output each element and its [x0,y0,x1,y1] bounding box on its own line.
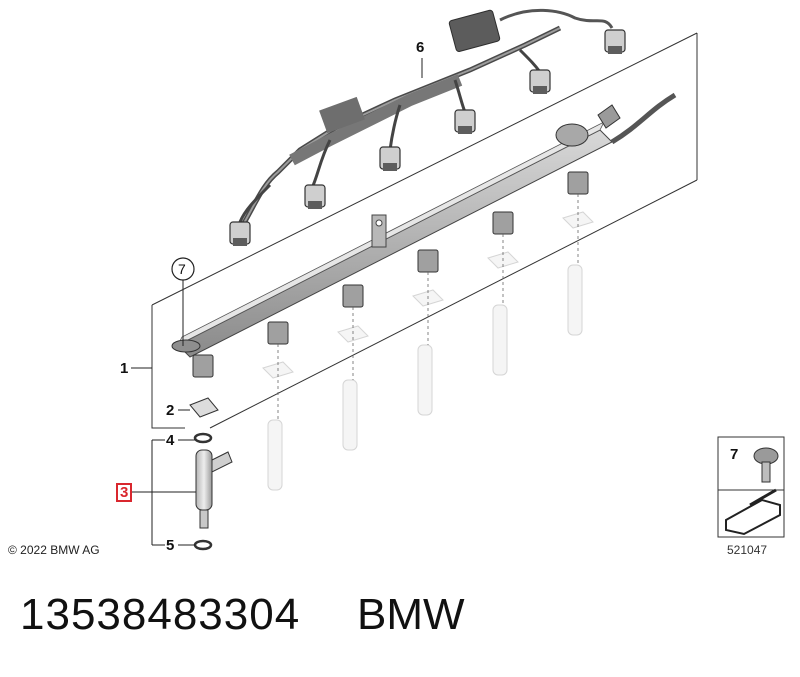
assembly-frame [151,32,698,429]
wiring-harness [229,8,626,246]
callout-7: 7 [178,261,186,277]
callout-7-circle [171,257,195,281]
callout-3-highlighted: 3 [116,483,133,502]
callout-2: 2 [166,402,175,419]
inset-box [717,436,785,538]
part-number: 13538483304 [20,590,301,639]
callout-4: 4 [166,432,175,449]
inset-code: 521047 [727,543,768,557]
injector-stack [189,397,233,551]
callout-1: 1 [120,360,129,377]
brand-name: BMW [357,590,465,639]
fuel-rail [171,92,677,378]
inset-number: 7 [730,446,739,463]
leader-lines [131,58,423,546]
callout-5: 5 [166,537,175,554]
callout-6: 6 [416,39,425,56]
copyright-text: © 2022 BMW AG [8,543,100,557]
